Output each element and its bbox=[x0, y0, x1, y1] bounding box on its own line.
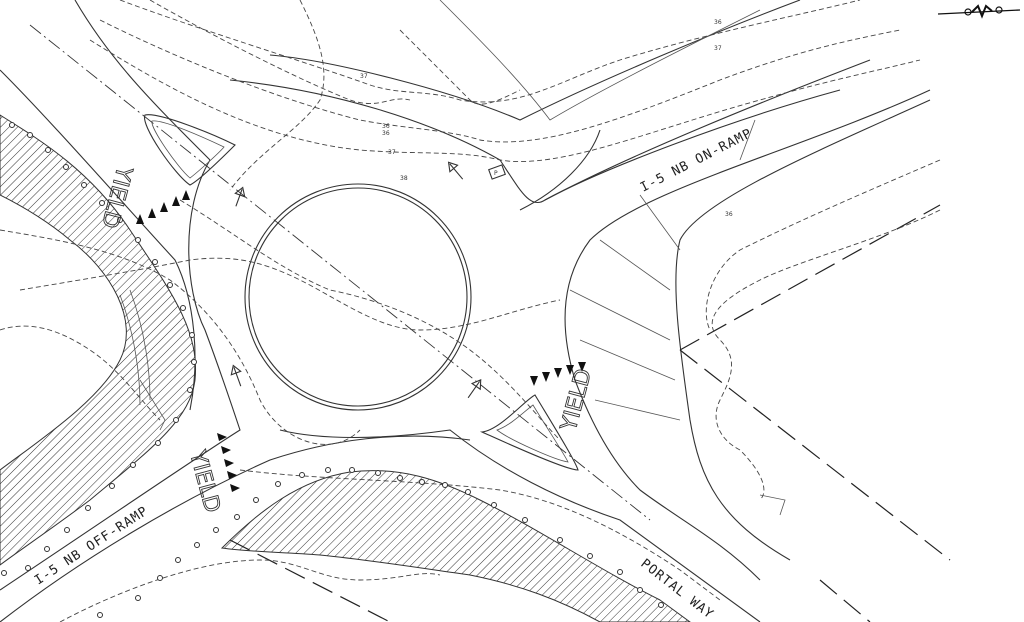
contour-line bbox=[229, 0, 325, 191]
road-edge bbox=[269, 0, 801, 121]
right-of-way-line bbox=[679, 349, 951, 561]
hatched-slope-bottom bbox=[220, 470, 691, 622]
direction-arrow-icon bbox=[447, 161, 464, 180]
road-edge bbox=[279, 429, 761, 622]
road-edge bbox=[0, 159, 241, 591]
road-edge bbox=[74, 0, 211, 161]
direction-arrow-icon bbox=[234, 186, 246, 207]
road-edge bbox=[675, 99, 931, 561]
direction-arrow-icon bbox=[467, 378, 482, 399]
road-edge bbox=[0, 435, 471, 622]
splitter-island-north bbox=[144, 114, 236, 186]
central-island-outer bbox=[244, 183, 472, 411]
road-edge bbox=[519, 129, 601, 211]
yield-line-east bbox=[530, 362, 586, 386]
contour-line bbox=[99, 19, 901, 143]
contour-label: 36 bbox=[725, 211, 733, 218]
ramp-taper-line bbox=[594, 399, 681, 421]
road-edge bbox=[229, 59, 871, 203]
hatched-slope-left bbox=[0, 114, 197, 566]
ramp-taper-line bbox=[569, 289, 671, 341]
splitter-island-east-inner bbox=[496, 404, 569, 463]
contour-label: 37 bbox=[360, 73, 368, 80]
direction-arrow-icon bbox=[230, 364, 242, 387]
contour-line bbox=[705, 159, 941, 331]
contour-line bbox=[119, 0, 861, 103]
contour-line bbox=[0, 325, 161, 421]
central-island-inner bbox=[248, 187, 468, 407]
road-edge bbox=[564, 89, 931, 581]
contour-label: 38 bbox=[400, 175, 408, 182]
contour-line bbox=[239, 469, 721, 601]
alignment-centerline bbox=[29, 24, 651, 521]
road-edge bbox=[439, 0, 761, 121]
ramp-taper-line bbox=[639, 194, 681, 251]
yield-line-north bbox=[136, 190, 190, 224]
contour-label: 36 bbox=[382, 123, 390, 130]
guardrail-posts-left bbox=[1, 122, 197, 576]
guardrail-posts-bottom bbox=[97, 467, 664, 618]
splitter-island-north-inner bbox=[151, 120, 225, 179]
contour-label: 36 bbox=[382, 130, 390, 137]
barrier-line bbox=[119, 289, 151, 406]
yield-marking-southwest: YIELD bbox=[184, 447, 225, 515]
splitter-island-east bbox=[479, 394, 579, 471]
contour-line bbox=[89, 39, 921, 163]
right-of-way-line bbox=[819, 579, 871, 622]
contour-line bbox=[399, 29, 521, 105]
contour-label: 37 bbox=[714, 45, 722, 52]
contour-label: 37 bbox=[388, 149, 396, 156]
contour-label: 36 bbox=[714, 19, 722, 26]
yield-marking-east: YIELD bbox=[556, 366, 597, 434]
parking-sign-box bbox=[488, 164, 506, 180]
north-arrow-ornament-icon bbox=[937, 4, 1021, 19]
ramp-taper-line bbox=[599, 239, 671, 291]
road-edge bbox=[544, 89, 841, 201]
on-ramp-label: I-5 NB ON-RAMP bbox=[638, 126, 755, 195]
ramp-taper-line bbox=[579, 339, 676, 381]
contour-line bbox=[19, 257, 561, 331]
road-edge bbox=[0, 69, 196, 411]
ramp-taper-line bbox=[739, 119, 756, 161]
contour-line bbox=[179, 199, 561, 441]
contour-line bbox=[0, 229, 361, 445]
parking-symbol: P bbox=[494, 170, 498, 177]
contour-line bbox=[149, 0, 411, 104]
right-of-way-line bbox=[679, 204, 941, 351]
yield-line-southwest bbox=[217, 433, 240, 492]
contour-line bbox=[59, 559, 441, 622]
drainage-structure bbox=[139, 379, 786, 516]
contour-line bbox=[711, 209, 941, 501]
